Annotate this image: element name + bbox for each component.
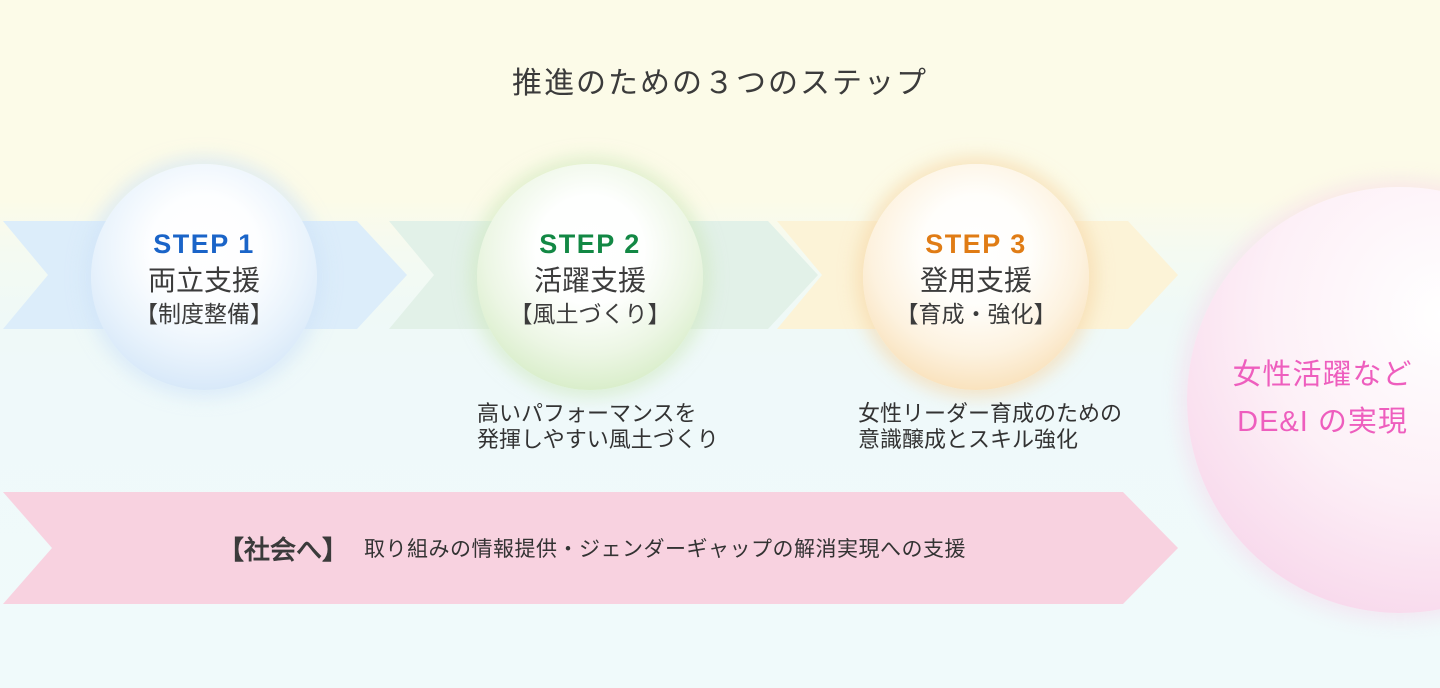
- step1-name: 両立支援: [147, 265, 260, 296]
- goal-text: 女性活躍など DE&I の実現: [1205, 352, 1440, 446]
- step3-subtitle: 【育成・強化】: [895, 301, 1057, 327]
- step2-name: 活躍支援: [533, 265, 646, 296]
- page-title: 推進のための３つのステップ: [512, 67, 928, 100]
- goal-text-line1: 女性活躍など: [1232, 359, 1413, 391]
- goal-text-line2: DE&I の実現: [1237, 406, 1408, 438]
- step2-caption-line2: 発揮しやすい風土づくり: [477, 427, 719, 452]
- step3-caption: 女性リーダー育成のための 意識醸成とスキル強化: [858, 401, 1122, 453]
- step2-circle: STEP 2 活躍支援 【風土づくり】: [477, 164, 703, 390]
- step2-caption: 高いパフォーマンスを 発揮しやすい風土づくり: [477, 401, 719, 453]
- step1-subtitle: 【制度整備】: [135, 301, 273, 327]
- social-banner-heading: 【社会へ】: [218, 534, 349, 565]
- step3-caption-line2: 意識醸成とスキル強化: [858, 427, 1079, 452]
- step2-label: STEP 2: [539, 229, 641, 259]
- step2-subtitle: 【風土づくり】: [509, 301, 671, 327]
- social-banner-description: 取り組みの情報提供・ジェンダーギャップの解消実現への支援: [364, 538, 967, 561]
- step2-caption-line1: 高いパフォーマンスを: [477, 401, 697, 426]
- step1-circle: STEP 1 両立支援 【制度整備】: [91, 164, 317, 390]
- social-banner: 【社会へ】 取り組みの情報提供・ジェンダーギャップの解消実現への支援: [3, 492, 1178, 604]
- step3-caption-line1: 女性リーダー育成のための: [858, 401, 1123, 426]
- step1-label: STEP 1: [153, 229, 255, 259]
- step3-label: STEP 3: [925, 229, 1027, 259]
- step3-circle: STEP 3 登用支援 【育成・強化】: [863, 164, 1089, 390]
- step3-name: 登用支援: [919, 265, 1032, 296]
